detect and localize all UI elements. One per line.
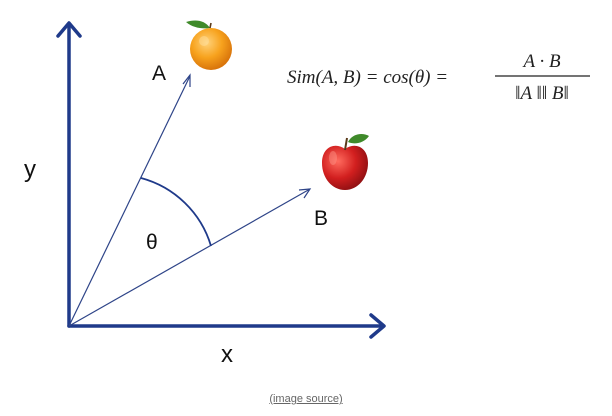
angle-arc — [140, 177, 212, 247]
vector-a — [68, 73, 191, 327]
x-axis-label: x — [221, 341, 233, 368]
formula-numerator: A · B — [521, 51, 561, 72]
formula-lhs: Sim(A, B) = cos(θ) = — [287, 67, 448, 88]
vector-b-label: B — [314, 207, 328, 230]
vector-b — [68, 188, 312, 327]
x-axis — [67, 313, 386, 339]
apple-icon — [322, 134, 369, 190]
image-source-link[interactable]: (image source) — [269, 393, 343, 405]
vector-diagram: y x A B θ Sim(A, B) = cos(θ) = A · B ‖A … — [24, 20, 590, 368]
similarity-formula: Sim(A, B) = cos(θ) = A · B ‖A ‖‖ B‖ — [287, 51, 590, 104]
formula-denominator: ‖A ‖‖ B‖ — [515, 83, 569, 104]
y-axis-label: y — [24, 156, 36, 183]
y-axis — [56, 21, 82, 328]
vector-a-label: A — [152, 62, 166, 85]
angle-label: θ — [146, 231, 158, 254]
orange-icon — [186, 20, 232, 70]
